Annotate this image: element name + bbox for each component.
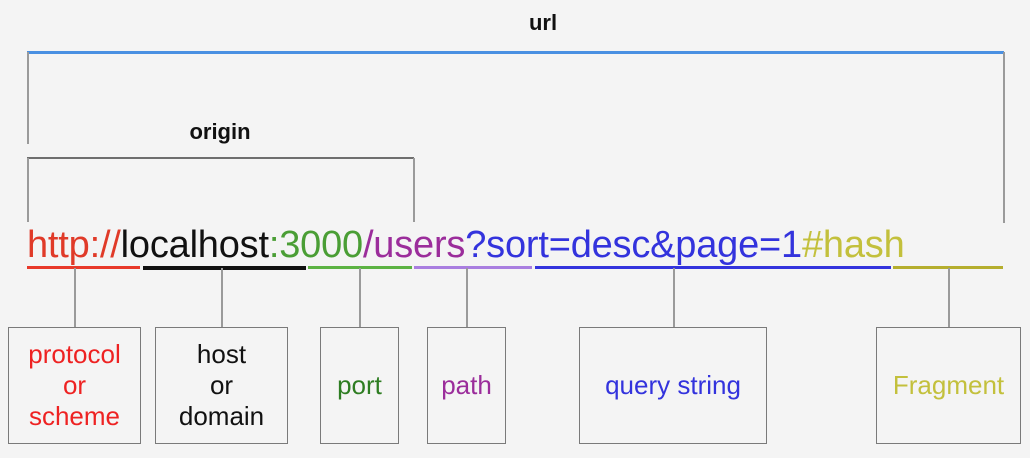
url-bracket-label: url: [528, 10, 558, 35]
connector-port: [359, 268, 361, 328]
underline-protocol: [27, 266, 140, 269]
url-string: http://localhost:3000/users?sort=desc&pa…: [27, 222, 905, 271]
url-bracket-top-line: [27, 51, 1004, 54]
box-fragment-label: Fragment: [892, 370, 1005, 400]
origin-bracket-right-line: [413, 158, 415, 222]
url-part-protocol: http://: [27, 224, 121, 266]
underline-host: [143, 266, 306, 270]
url-part-query: ?sort=desc&page=1: [465, 224, 802, 266]
box-fragment: Fragment: [876, 327, 1021, 444]
underline-query: [535, 266, 891, 269]
connector-query: [673, 268, 675, 328]
box-path: path: [427, 327, 506, 444]
origin-bracket-label: origin: [189, 119, 251, 144]
box-path-label: path: [441, 370, 492, 400]
underline-fragment: [893, 266, 1003, 269]
box-host-label: host or domain: [178, 339, 265, 431]
connector-fragment: [948, 268, 950, 328]
underline-path: [414, 266, 532, 269]
url-bracket-right-line: [1003, 52, 1005, 223]
url-part-host: localhost: [120, 224, 269, 266]
origin-bracket-left-line: [27, 158, 29, 222]
url-part-path: /users: [362, 224, 466, 266]
box-protocol: protocol or scheme: [8, 327, 141, 444]
box-port: port: [320, 327, 399, 444]
underline-port: [308, 266, 412, 269]
box-host: host or domain: [155, 327, 288, 444]
url-part-port: :3000: [268, 224, 363, 266]
connector-protocol: [74, 268, 76, 328]
box-port-label: port: [337, 370, 382, 400]
url-part-fragment: #hash: [801, 224, 905, 266]
box-protocol-label: protocol or scheme: [28, 339, 121, 431]
connector-host: [221, 268, 223, 328]
connector-path: [466, 268, 468, 328]
origin-bracket-top-line: [27, 157, 414, 159]
url-bracket-left-line: [27, 52, 29, 144]
box-query-string: query string: [579, 327, 767, 444]
box-query-string-label: query string: [605, 370, 741, 400]
